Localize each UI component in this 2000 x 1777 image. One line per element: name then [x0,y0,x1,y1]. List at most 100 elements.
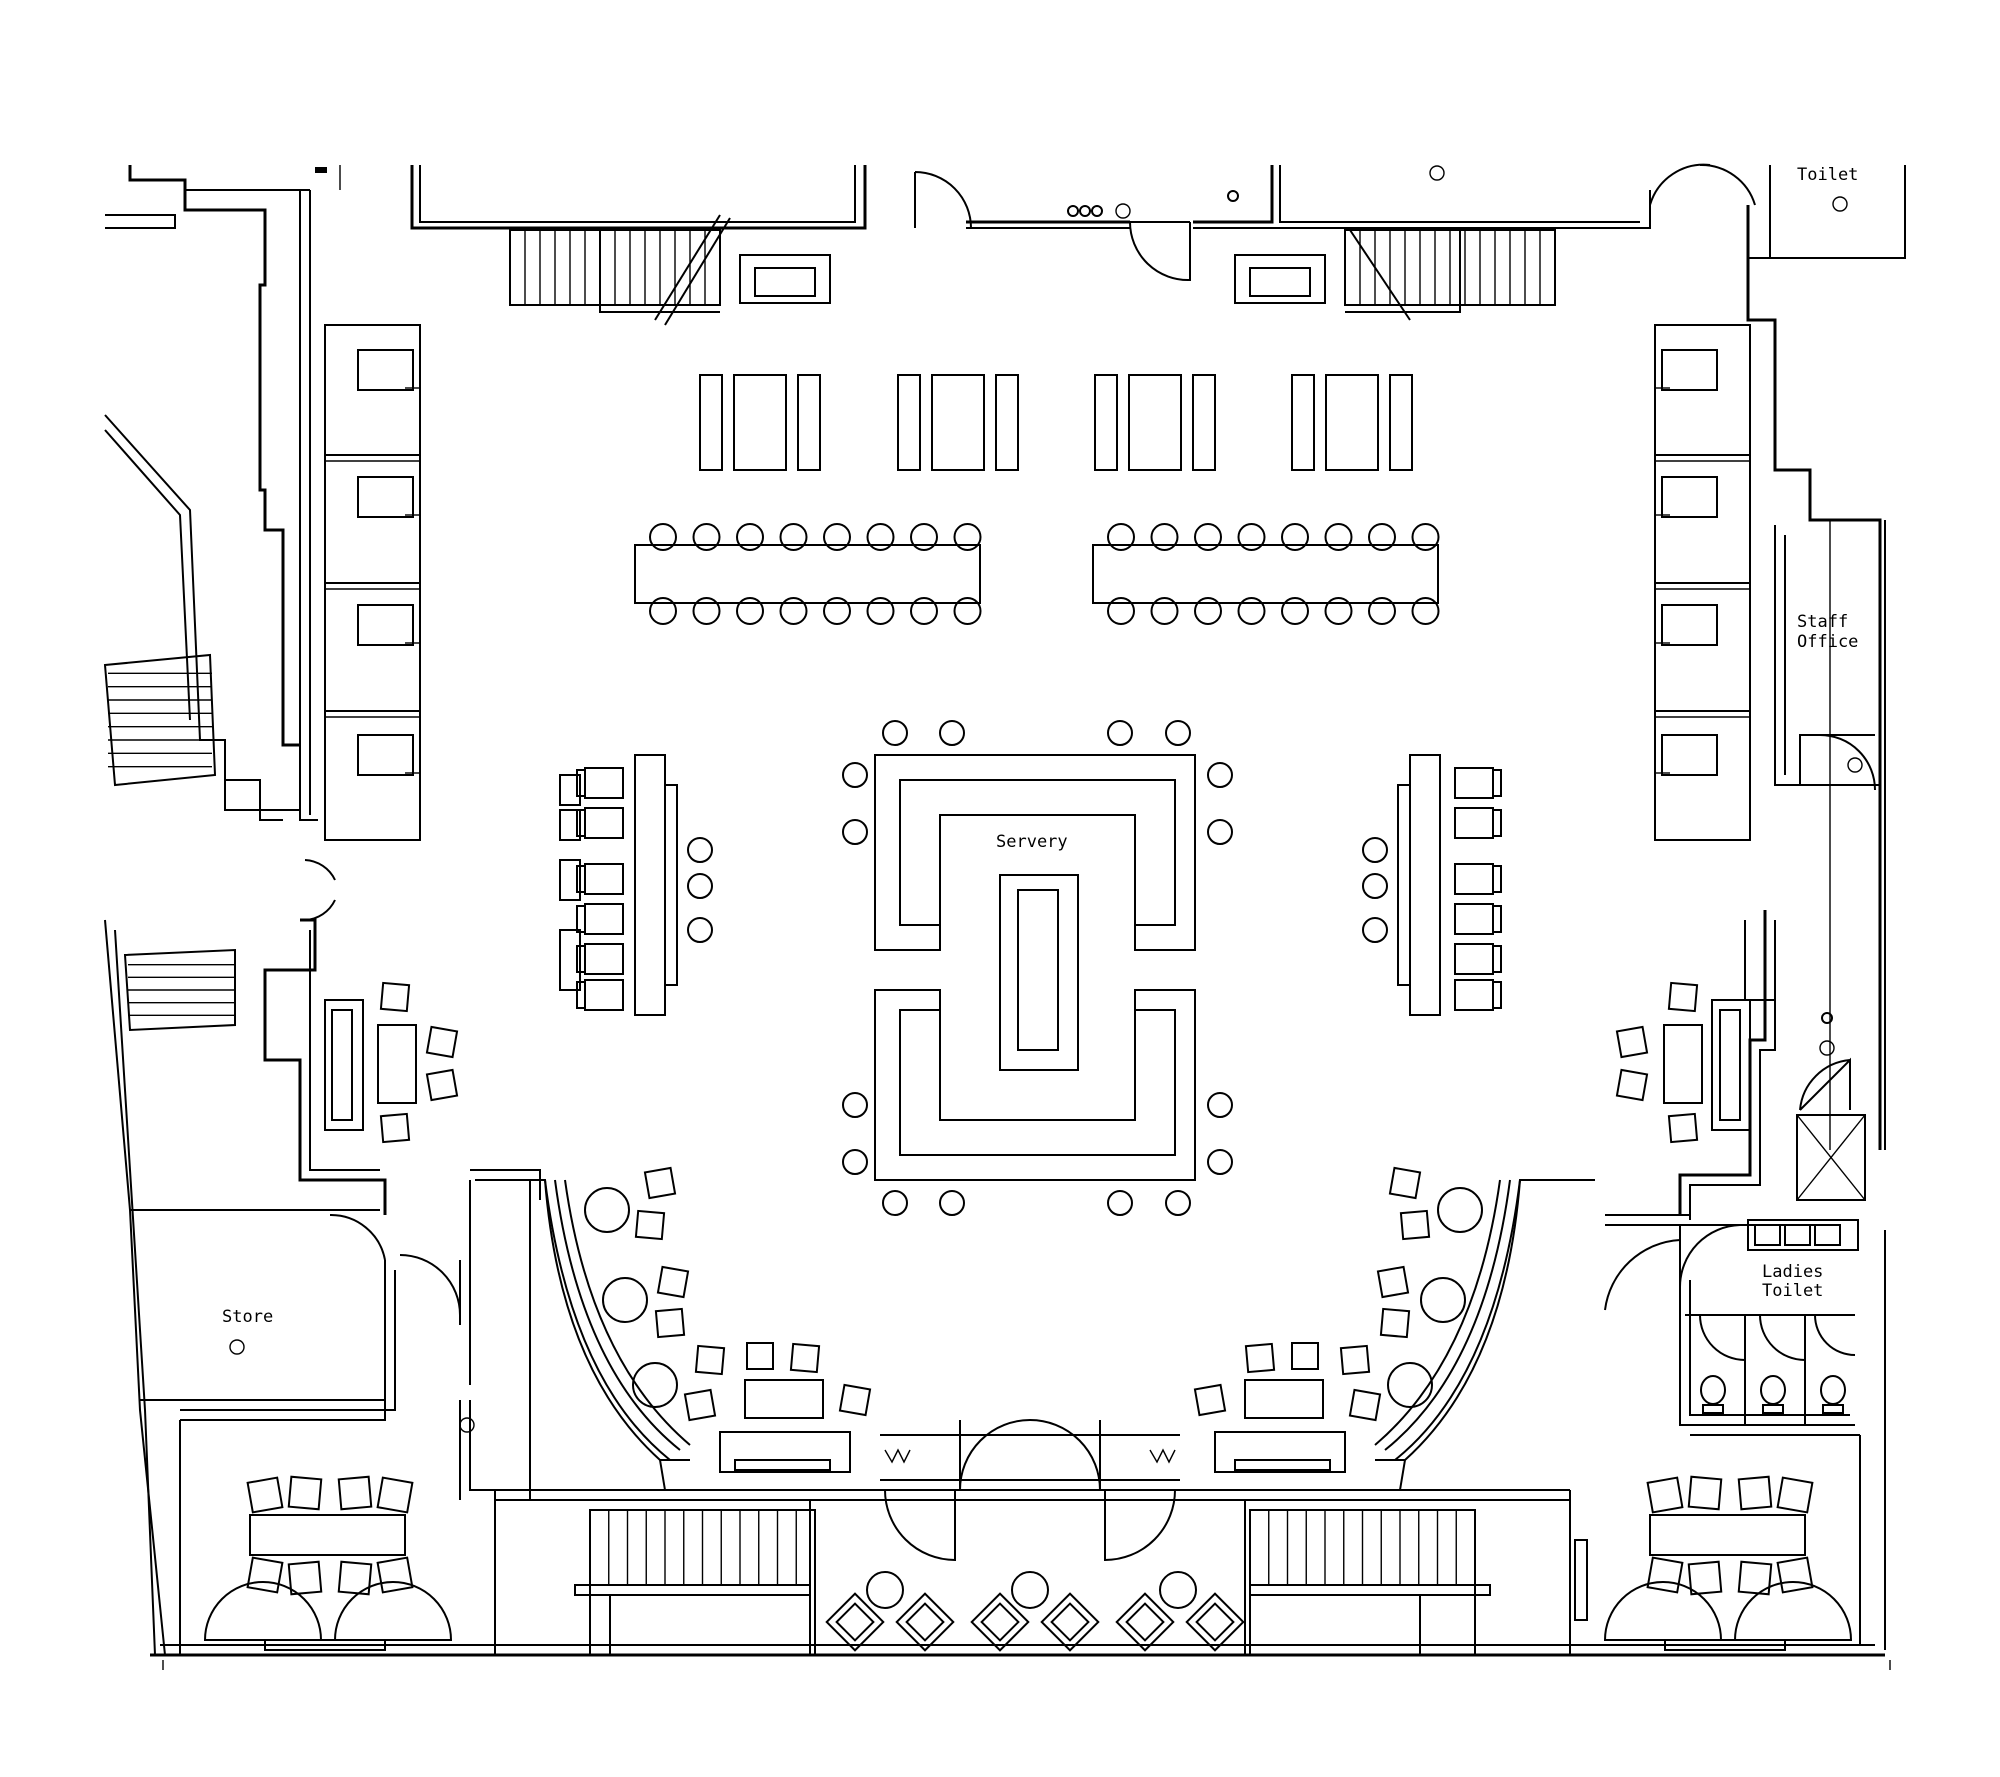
stool [939,720,965,746]
chair [1454,807,1494,839]
chair [1454,943,1494,975]
sofa [324,999,364,1131]
table [744,1379,824,1419]
table [1649,1514,1806,1556]
stool [866,523,895,551]
label-staff-office-2: Office [1797,632,1858,652]
coffee-table [377,1024,417,1104]
booth-table [357,476,414,518]
bench [1389,374,1413,471]
stool [1281,597,1309,625]
chair-seat [683,1388,717,1422]
lounge-chair-outer [1040,1592,1100,1652]
chair [634,1209,666,1241]
stool [1237,523,1266,551]
chair-seat [376,1556,414,1594]
chair-seat [1667,1112,1699,1144]
half-round-sofa [1603,1581,1723,1641]
lounge-chair [1040,1592,1100,1652]
chair [1646,1556,1684,1594]
lounge-chair-inner [905,1602,945,1642]
counter-edge [1397,784,1411,986]
bench [1291,374,1315,471]
chair [1776,1476,1814,1514]
chair-seat [1399,1209,1431,1241]
stool [602,1277,648,1323]
chair-seat [1776,1476,1814,1514]
lounge-chair-outer [895,1592,955,1652]
stool [823,523,851,551]
lounge-chair-outer [1185,1592,1245,1652]
stool [1362,873,1388,899]
chair [559,774,581,806]
lounge-chair-inner [1125,1602,1165,1642]
label-servery: Servery [996,832,1068,852]
chair [559,859,581,901]
chair [1348,1388,1382,1422]
bench [995,374,1019,471]
long-table [1092,544,1439,604]
stool [1324,597,1353,625]
chair [1615,1025,1649,1059]
bench [1192,374,1216,471]
long-table [634,544,981,604]
chair-seat [425,1068,459,1102]
chair [789,1342,821,1374]
chair [337,1475,373,1511]
stool [953,523,982,551]
booth-table [1661,476,1718,518]
chair [746,1342,774,1370]
sofa-seat [1719,1009,1741,1121]
stool [779,523,808,551]
bench [897,374,921,471]
chair-seat [838,1383,872,1417]
stool [1207,819,1233,845]
half-round-sofa [1733,1581,1853,1641]
stool [866,1571,904,1609]
chair [559,929,581,991]
chair [1454,979,1494,1011]
bench [699,374,723,471]
lounge-chair [970,1592,1030,1652]
booths [324,324,1751,841]
chair-seat [1291,1342,1319,1370]
chair-seat [643,1166,677,1200]
chair [584,807,624,839]
bench [1094,374,1118,471]
chair-seat [1193,1383,1227,1417]
label-staff-office-1: Staff [1797,612,1848,632]
stool [1420,1277,1466,1323]
smoke-detector-icon [1819,1040,1835,1056]
chair [425,1025,459,1059]
chair-back [576,905,586,933]
chair [584,863,624,895]
stool [1011,1571,1049,1609]
chair-seat [654,1307,686,1339]
chair [287,1560,323,1596]
chair [559,809,581,841]
chair [584,767,624,799]
chair-seat [246,1476,284,1514]
chair-seat [1667,981,1699,1013]
chair [1737,1560,1773,1596]
chair-seat [789,1342,821,1374]
stool [1324,523,1353,551]
stool [1207,762,1233,788]
lounge-chair-inner [1050,1602,1090,1642]
chair-seat [1339,1344,1371,1376]
booth-table [357,734,414,776]
chair [1399,1209,1431,1241]
chair-seat [1646,1476,1684,1514]
stool [1368,523,1396,551]
chair [1667,1112,1699,1144]
stool [692,523,721,551]
chair [1737,1475,1773,1511]
counter [1214,1431,1346,1473]
sofa-seat [331,1009,353,1121]
chair-seat [246,1556,284,1594]
stool [584,1187,630,1233]
toilet-cubicles [1685,1314,1856,1425]
chair-seat [379,981,411,1013]
chair [584,903,624,935]
chair [654,1307,686,1339]
